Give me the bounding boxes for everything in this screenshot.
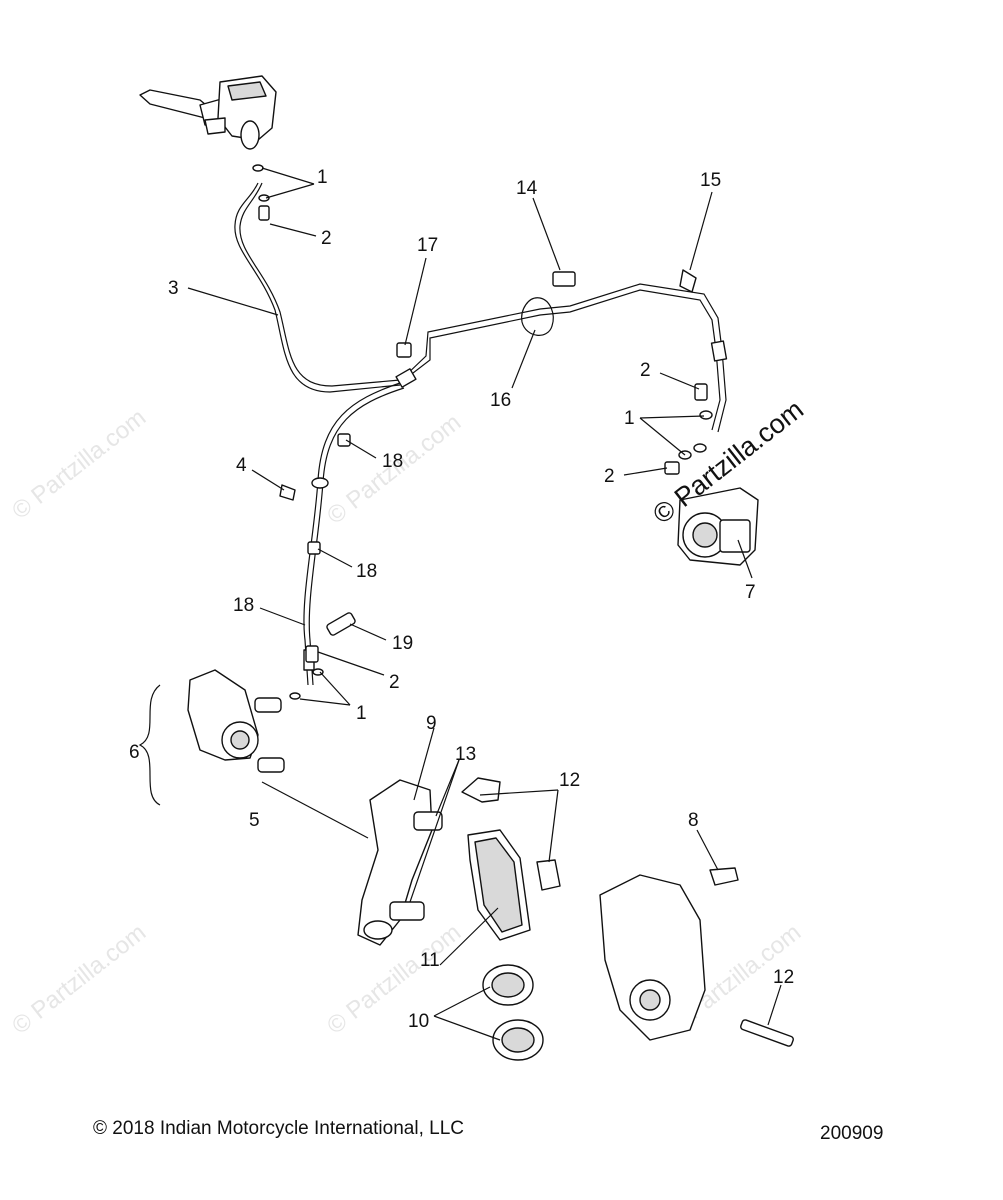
callout-1: 1 (356, 703, 367, 724)
pad-spring (461, 777, 501, 803)
callout-13: 13 (455, 744, 476, 765)
watermark-3: © Partzilla.com (7, 919, 151, 1040)
callout-12: 12 (773, 967, 794, 988)
callout-5: 5 (249, 810, 260, 831)
callout-numbers: 1 2 3 17 14 15 16 2 1 2 7 4 18 18 18 19 … (129, 167, 794, 1032)
callout-7: 7 (745, 582, 756, 603)
hose-clamp-16 (521, 297, 554, 336)
brake-pads (467, 829, 531, 941)
callout-12: 12 (559, 770, 580, 791)
abs-module (677, 487, 759, 566)
leader-lines (138, 167, 782, 1041)
callout-1: 1 (624, 408, 635, 429)
callout-2: 2 (321, 228, 332, 249)
callout-10: 10 (408, 1011, 429, 1032)
caliper-body (599, 867, 739, 1041)
callout-18: 18 (356, 561, 377, 582)
master-cylinder-lever (139, 75, 277, 150)
pad-clip (536, 859, 561, 891)
callout-15: 15 (700, 170, 721, 191)
callout-2: 2 (640, 360, 651, 381)
copyright-text: © 2018 Indian Motorcycle International, … (93, 1118, 464, 1139)
callout-6: 6 (129, 742, 140, 763)
callout-11: 11 (420, 950, 440, 971)
brake-hose-lines (234, 182, 728, 686)
diagram-number: 200909 (820, 1123, 884, 1144)
callout-18: 18 (233, 595, 254, 616)
watermark-1: © Partzilla.com (7, 404, 151, 525)
callout-4: 4 (236, 455, 247, 476)
callout-17: 17 (417, 235, 438, 256)
callout-2: 2 (389, 672, 400, 693)
callout-18: 18 (382, 451, 403, 472)
callout-9: 9 (426, 713, 437, 734)
caliper-pistons (482, 964, 544, 1061)
callout-19: 19 (392, 633, 413, 654)
watermark-4: © Partzilla.com (322, 919, 466, 1040)
caliper-assembly-6 (187, 669, 285, 773)
callout-16: 16 (490, 390, 511, 411)
caliper-pin (740, 1019, 794, 1047)
callout-3: 3 (168, 278, 179, 299)
callout-14: 14 (516, 178, 538, 199)
callout-2: 2 (604, 466, 615, 487)
small-fittings (252, 164, 713, 700)
caliper-bracket (357, 779, 443, 946)
callout-8: 8 (688, 810, 699, 831)
callout-1: 1 (317, 167, 328, 188)
